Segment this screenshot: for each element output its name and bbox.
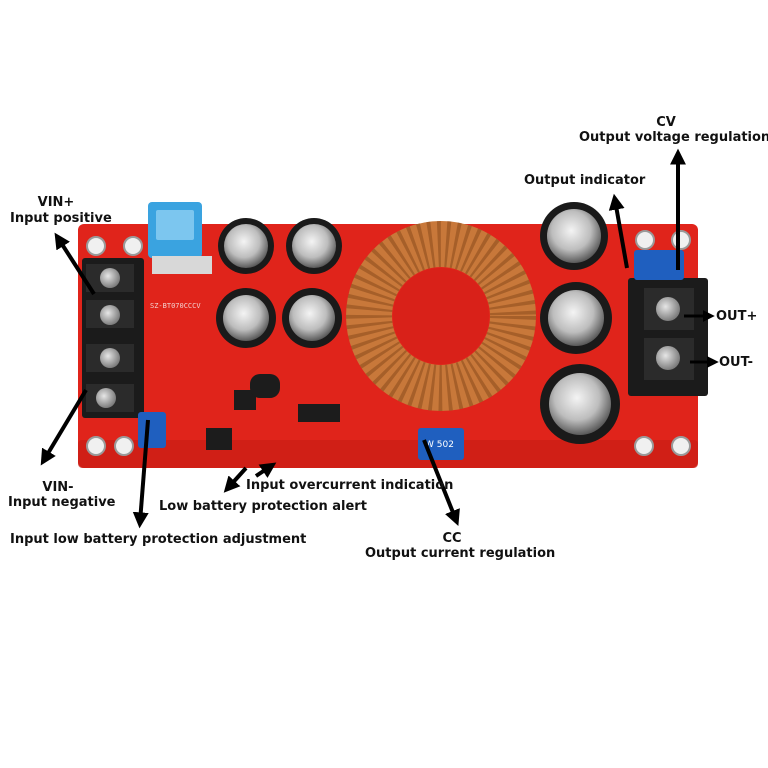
label-input-overcurrent: Input overcurrent indication: [246, 478, 454, 493]
arrow-low-battery-alert: [223, 466, 248, 493]
input-terminal-block: [82, 258, 144, 418]
board-model-text: SZ-BT070CCCV: [150, 302, 201, 310]
pot-marking-text: W 502: [425, 440, 454, 450]
label-out-plus: OUT+: [716, 309, 758, 324]
label-cc: CC: [442, 531, 462, 546]
output-capacitors: [540, 202, 620, 444]
pcb-shade: [78, 440, 698, 468]
label-input-positive: Input positive: [10, 211, 112, 226]
arrow-vin-minus: [40, 388, 88, 466]
label-low-battery-alert: Low battery protection alert: [159, 499, 367, 514]
output-terminal-block: [628, 278, 708, 396]
toroid-inductor: [346, 221, 536, 411]
mounting-holes: [86, 230, 691, 456]
arrow-cc: [422, 439, 460, 526]
fuse: [148, 202, 212, 274]
label-vin-plus: VIN+: [37, 195, 75, 210]
label-cv: CV: [656, 115, 676, 130]
label-out-minus: OUT-: [719, 355, 753, 370]
arrow-input-low-battery: [132, 419, 150, 529]
label-output-indicator: Output indicator: [524, 173, 646, 188]
label-vin-minus: VIN-: [42, 480, 74, 495]
label-input-negative: Input negative: [8, 495, 116, 510]
input-capacitors: [216, 218, 342, 348]
label-input-low-battery: Input low battery protection adjustment: [10, 532, 307, 547]
potentiometers: [138, 250, 684, 460]
arrow-output-indicator: [608, 193, 629, 269]
label-output-voltage: Output voltage regulation: [579, 130, 768, 145]
ic-chips: [206, 374, 340, 450]
label-output-current: Output current regulation: [365, 546, 556, 561]
arrow-input-overcurrent: [254, 462, 277, 478]
arrow-vin-plus: [54, 232, 96, 296]
